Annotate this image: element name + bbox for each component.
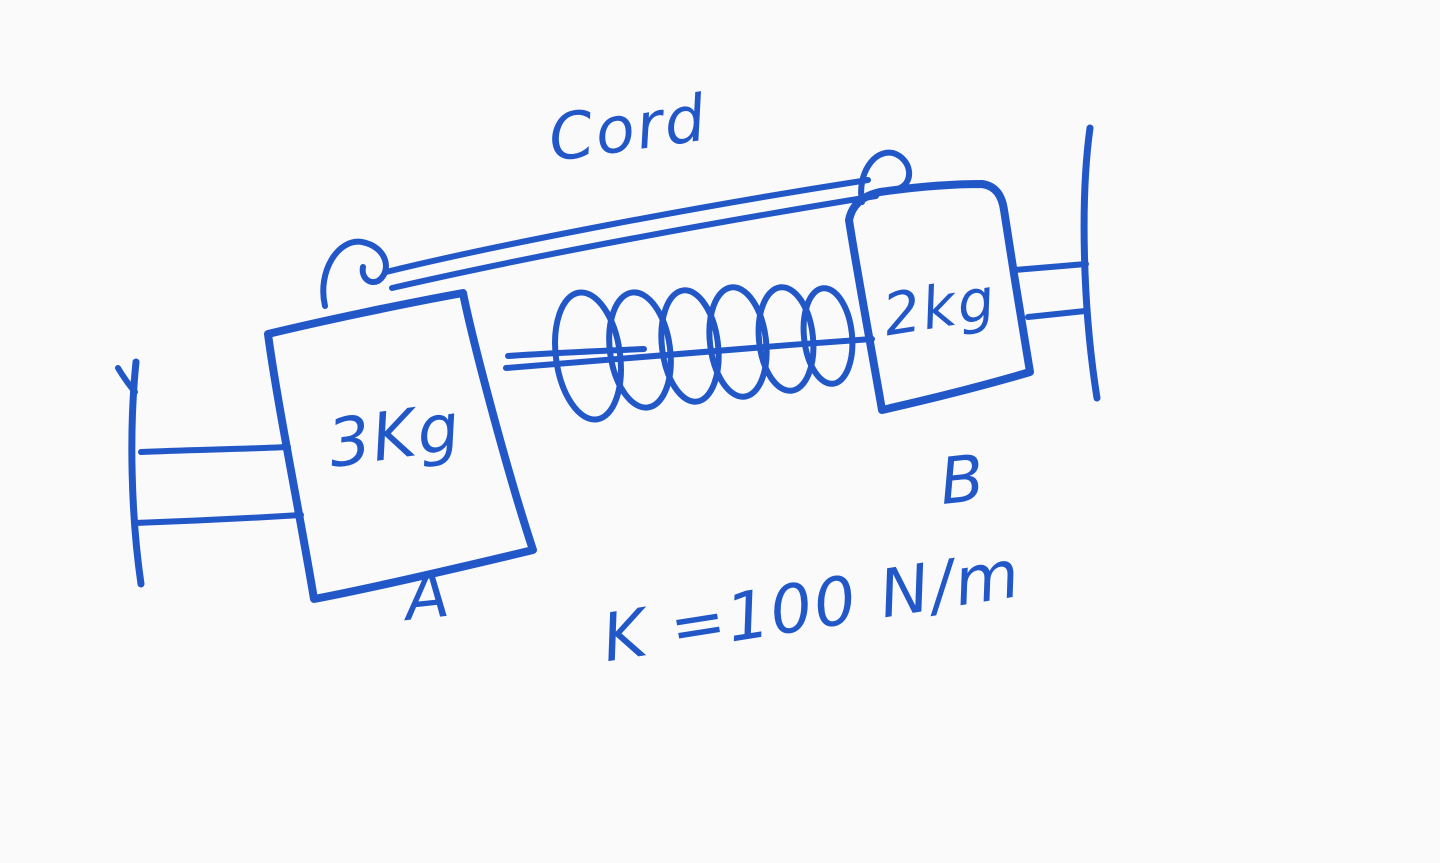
block-a-name-label: A xyxy=(397,557,454,636)
cord-hook-a xyxy=(320,238,389,309)
left-wall xyxy=(115,358,304,588)
block-b-mass-label: 2kg xyxy=(878,264,1001,349)
block-a xyxy=(264,289,537,603)
block-b-name-label: B xyxy=(936,441,989,519)
cord-line xyxy=(383,177,879,291)
right-wall xyxy=(1011,124,1101,402)
cord-label: Cord xyxy=(544,82,712,177)
block-a-mass-label: 3Kg xyxy=(323,388,466,483)
spring-coil xyxy=(503,284,875,423)
spring-constant-label: K =100 N/m xyxy=(597,535,1026,677)
